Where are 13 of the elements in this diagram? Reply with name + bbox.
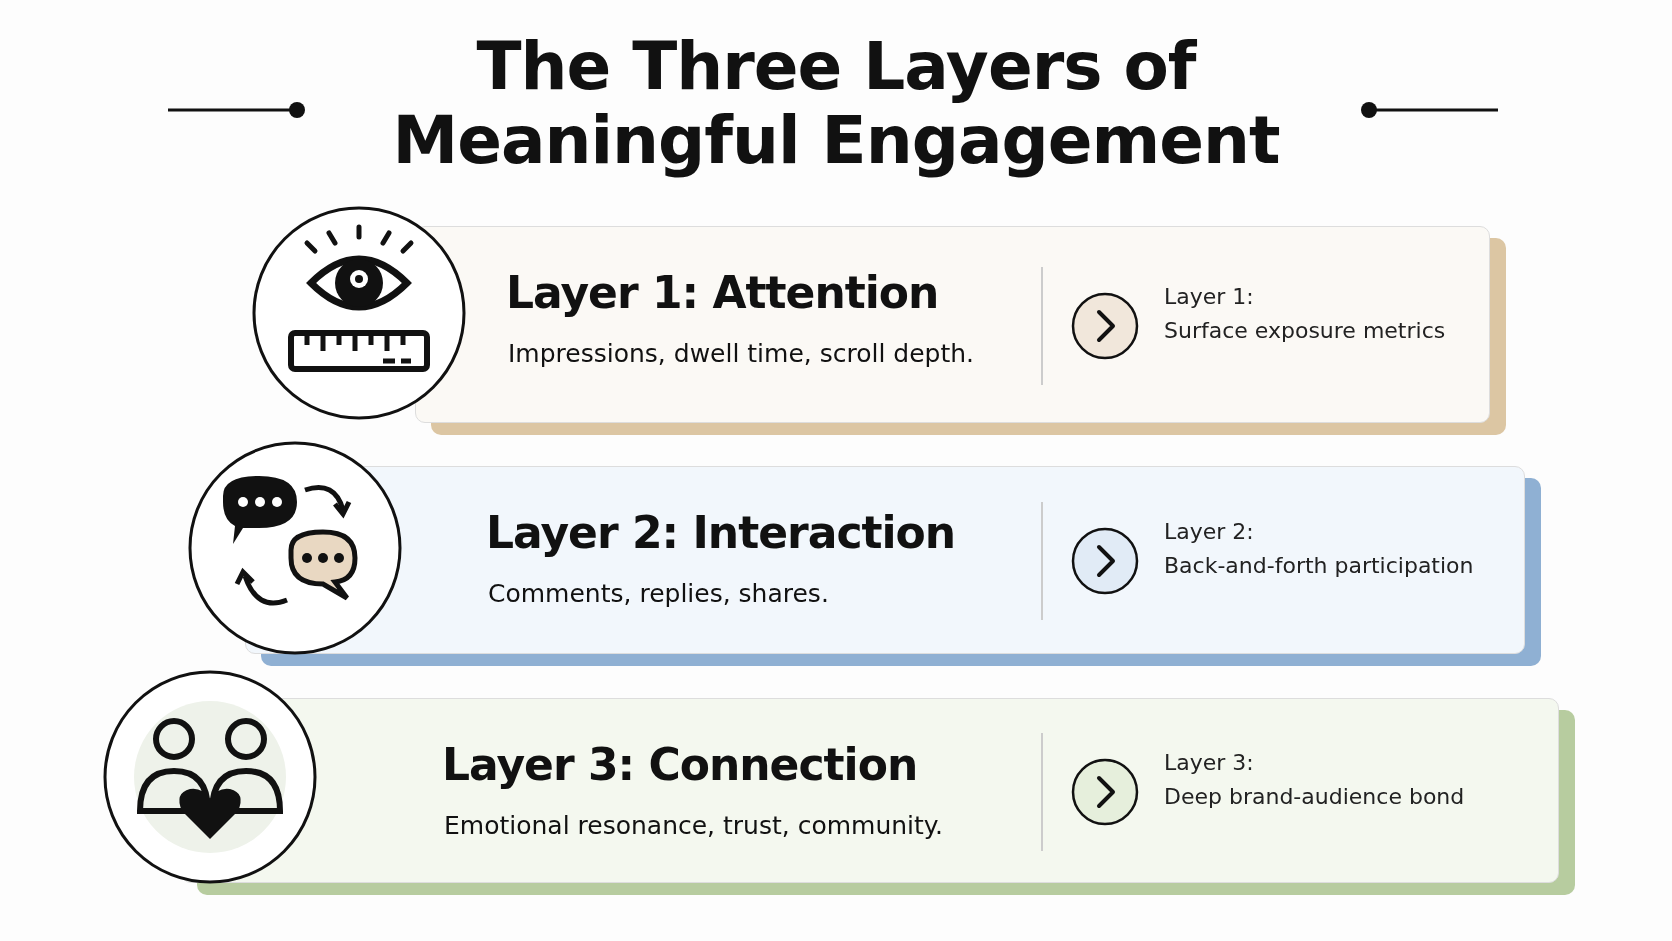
layer-heading: Layer 3: Connection bbox=[442, 739, 918, 790]
layer-tag: Layer 2: bbox=[1164, 519, 1254, 544]
layer-heading: Layer 2: Interaction bbox=[486, 507, 956, 558]
layer-tag: Layer 1: bbox=[1164, 283, 1254, 309]
layer-tag: Layer 3: bbox=[1164, 749, 1254, 775]
layer-heading: Layer 1: Attention bbox=[506, 267, 939, 318]
layer-summary: Back-and-forth participation bbox=[1164, 553, 1474, 578]
title: The Three Layers of Meaningful Engagement bbox=[391, 30, 1281, 178]
layer-description: Emotional resonance, trust, community. bbox=[444, 811, 943, 840]
layer-summary: Deep brand-audience bond bbox=[1164, 783, 1465, 809]
layer-description: Impressions, dwell time, scroll depth. bbox=[508, 339, 974, 368]
layer-summary: Surface exposure metrics bbox=[1164, 317, 1446, 343]
layer-description: Comments, replies, shares. bbox=[488, 579, 829, 608]
